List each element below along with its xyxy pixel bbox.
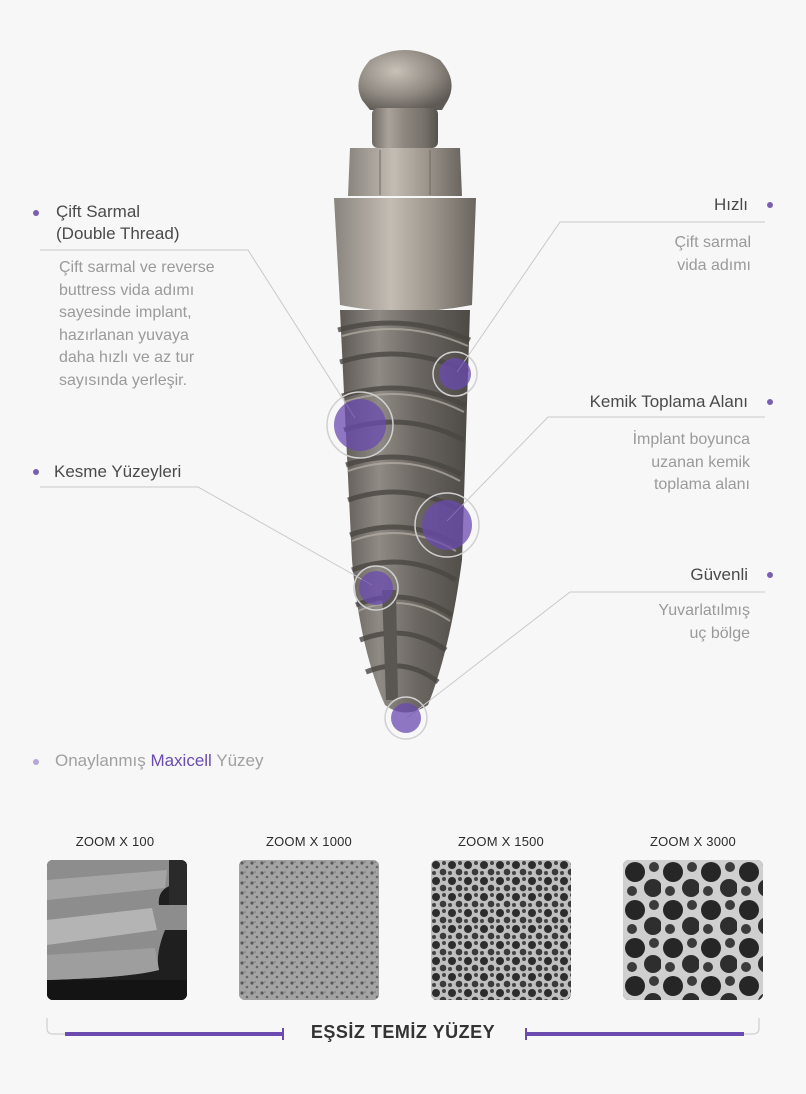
surface-brand: Maxicell — [150, 751, 212, 770]
micrograph-zoom-100 — [47, 860, 187, 1000]
implant-hex — [348, 148, 462, 196]
surface-prefix: Onaylanmış — [55, 751, 146, 770]
feature-title-fast: Hızlı — [714, 195, 748, 214]
connector-cutting — [40, 486, 373, 586]
micrograph-zoom-1500 — [431, 860, 571, 1000]
highlight-fast — [432, 351, 478, 397]
zoom-label-1500: ZOOM X 1500 — [457, 834, 544, 849]
banner-title: EŞSİZ TEMİZ YÜZEY — [310, 1022, 496, 1042]
bullet-dot — [33, 469, 39, 475]
micrograph-zoom-1000 — [239, 860, 379, 1000]
feature-title-double-thread: Çift Sarmal (Double Thread) — [56, 202, 180, 243]
connector-double-thread — [40, 249, 356, 419]
implant-ball-head — [358, 50, 452, 110]
implant-collar — [334, 198, 476, 312]
bullet-dot — [33, 210, 39, 216]
feature-desc-safe: Yuvarlatılmış uç bölge — [658, 602, 750, 642]
connector-fast — [456, 221, 765, 373]
highlight-cutting — [353, 565, 399, 611]
zoom-label-100: ZOOM X 100 — [75, 834, 155, 849]
connector-bone — [446, 416, 765, 522]
bullet-dot — [33, 759, 39, 765]
implant-cutting-flute — [382, 590, 398, 700]
surface-line: Onaylanmış Maxicell Yüzey — [55, 751, 264, 771]
zoom-label-1000: ZOOM X 1000 — [265, 834, 352, 849]
surface-suffix: Yüzey — [216, 751, 264, 770]
dental-implant-illustration — [40, 50, 765, 740]
highlight-double-thread — [326, 391, 394, 459]
connector-safe — [406, 591, 765, 719]
micrograph-zoom-3000 — [623, 860, 763, 1000]
implant-neck — [372, 108, 438, 148]
feature-desc-double-thread: Çift sarmal ve reverse buttress vida adı… — [59, 259, 215, 389]
bullet-dot — [767, 202, 773, 208]
feature-desc-bone: İmplant boyunca uzanan kemik toplama ala… — [632, 431, 750, 493]
highlight-safe — [384, 696, 428, 740]
banner-bracket — [46, 1018, 760, 1040]
feature-title-safe: Güvenli — [690, 565, 748, 584]
feature-title-bone: Kemik Toplama Alanı — [589, 392, 748, 411]
bullet-dot — [767, 399, 773, 405]
bullet-dot — [767, 572, 773, 578]
feature-title-cutting: Kesme Yüzeyleri — [54, 462, 182, 481]
feature-desc-fast: Çift sarmal vida adımı — [674, 234, 751, 274]
highlight-bone — [414, 492, 480, 558]
zoom-label-3000: ZOOM X 3000 — [649, 834, 736, 849]
